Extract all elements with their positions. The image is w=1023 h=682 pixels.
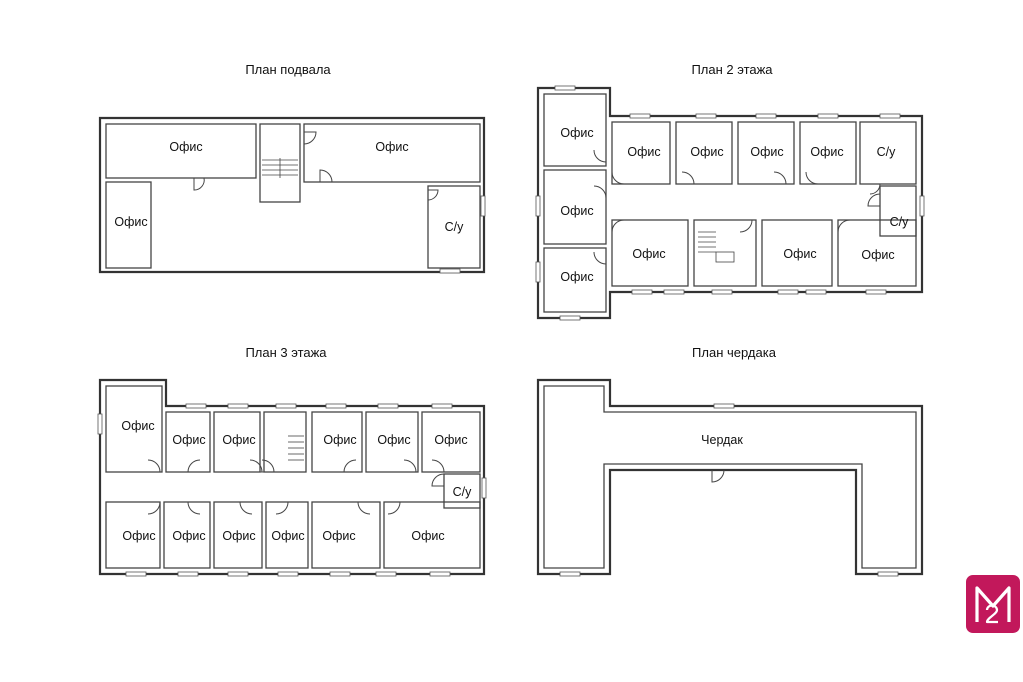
room-label: С/у: [890, 215, 910, 229]
m2-logo-icon: [966, 575, 1020, 633]
room-label: Офис: [323, 433, 356, 447]
room-label: Офис: [169, 140, 202, 154]
room-label: Офис: [222, 433, 255, 447]
room-label: С/у: [445, 220, 465, 234]
room-label: Офис: [375, 140, 408, 154]
room-label: Офис: [271, 529, 304, 543]
room-label: Офис: [750, 145, 783, 159]
room-label: Офис: [560, 204, 593, 218]
room-label: Офис: [222, 529, 255, 543]
room-label: Офис: [560, 126, 593, 140]
room-label: Офис: [627, 145, 660, 159]
room-label: Офис: [172, 433, 205, 447]
room-label: Офис: [632, 247, 665, 261]
attic-plan-title: План чердака: [692, 345, 777, 360]
floor2-plan-title: План 2 этажа: [691, 62, 773, 77]
room-label: Офис: [121, 419, 154, 433]
floor2-plan: План 2 этажа: [535, 62, 925, 321]
room-label: С/у: [877, 145, 897, 159]
attic-plan: План чердака Чердак: [536, 345, 924, 577]
room-label: Офис: [172, 529, 205, 543]
room-label: Офис: [434, 433, 467, 447]
room-label: Офис: [861, 248, 894, 262]
room-label: Офис: [690, 145, 723, 159]
room-label: Офис: [560, 270, 593, 284]
room-label: Чердак: [701, 433, 743, 447]
basement-plan: План подвала Офис Офис Офис С/у: [98, 62, 486, 274]
room-label: Офис: [810, 145, 843, 159]
room-label: Офис: [377, 433, 410, 447]
room-label: Офис: [411, 529, 444, 543]
floor3-plan-title: План 3 этажа: [245, 345, 327, 360]
room-label: С/у: [453, 485, 473, 499]
basement-plan-title: План подвала: [245, 62, 331, 77]
room-label: Офис: [322, 529, 355, 543]
floor3-plan: План 3 этажа: [97, 345, 487, 577]
room-label: Офис: [122, 529, 155, 543]
room-label: Офис: [114, 215, 147, 229]
room-label: Офис: [783, 247, 816, 261]
m2-logo-glyph: [975, 586, 1011, 624]
